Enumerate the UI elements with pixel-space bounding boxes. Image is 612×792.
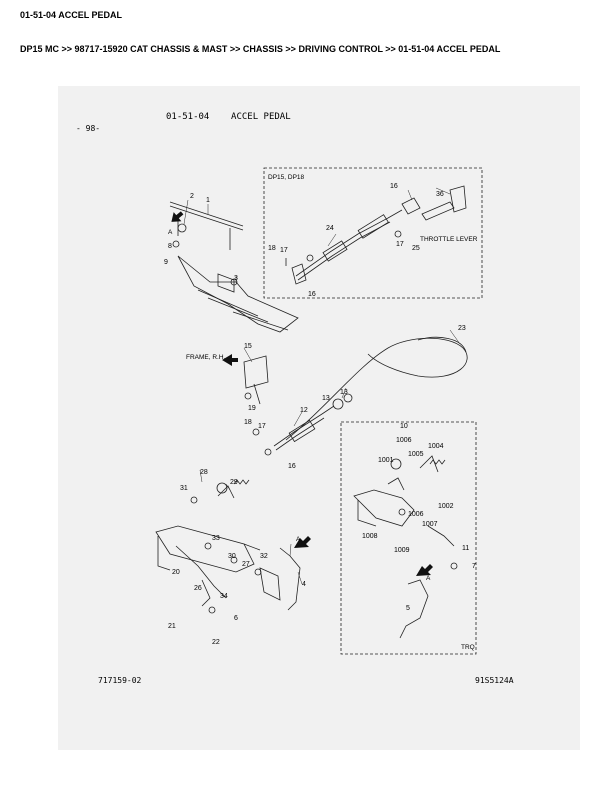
sheet-title: 01-51-04 ACCEL PEDAL bbox=[166, 112, 291, 122]
part-callout-13a: 13 bbox=[340, 389, 348, 396]
drawing-number: 717159-02 bbox=[98, 676, 142, 685]
part-callout-1: 1 bbox=[206, 197, 210, 204]
part-callout-34: 34 bbox=[220, 593, 228, 600]
part-callout-28: 28 bbox=[200, 469, 208, 476]
part-callout-2: 2 bbox=[190, 193, 194, 200]
part-callout-1007: 1007 bbox=[422, 521, 438, 528]
part-callout-1006b: 1006 bbox=[396, 437, 412, 444]
part-callout-25: 25 bbox=[412, 245, 420, 252]
part-callout-16c: 16 bbox=[288, 463, 296, 470]
pedal-detail-inset bbox=[353, 455, 455, 639]
part-callout-17c: 17 bbox=[258, 423, 266, 430]
accel-cable-outer bbox=[417, 336, 467, 353]
part-callout-1006a: 1006 bbox=[408, 511, 424, 518]
return-spring bbox=[233, 479, 250, 485]
part-callout-30: 30 bbox=[228, 553, 236, 560]
part-callout-15: 15 bbox=[244, 343, 252, 350]
view-a-lower: A bbox=[296, 536, 301, 543]
part-callout-1008: 1008 bbox=[362, 533, 378, 540]
accel-cable-routing bbox=[285, 337, 468, 441]
part-callout-29: 29 bbox=[230, 479, 238, 486]
illustration-code: 91S5124A bbox=[475, 676, 514, 685]
part-callout-13b: 13 bbox=[322, 395, 330, 402]
view-a-arrow-lower bbox=[294, 536, 311, 548]
part-callout-1001: 1001 bbox=[378, 457, 394, 464]
part-callout-10: 10 bbox=[400, 423, 408, 430]
part-callout-9: 9 bbox=[164, 259, 168, 266]
part-callout-1002: 1002 bbox=[438, 503, 454, 510]
part-callout-24: 24 bbox=[326, 225, 334, 232]
part-callout-11: 11 bbox=[462, 545, 469, 552]
part-callout-26: 26 bbox=[194, 585, 202, 592]
part-callout-4: 4 bbox=[302, 581, 306, 588]
page-code-title: 01-51-04 ACCEL PEDAL bbox=[20, 10, 123, 20]
part-callout-8: 8 bbox=[168, 243, 172, 250]
view-a-inset: A bbox=[426, 575, 431, 582]
frame-rh-label: FRAME, R.H. bbox=[186, 354, 226, 361]
dp-models-label: DP15, DP18 bbox=[268, 174, 305, 181]
pedal-assembly bbox=[155, 482, 281, 607]
breadcrumb: DP15 MC >> 98717-15920 CAT CHASSIS & MAS… bbox=[20, 44, 501, 54]
part-callout-6: 6 bbox=[234, 615, 238, 622]
part-callout-1009: 1009 bbox=[394, 547, 410, 554]
inset-box-dp-models bbox=[263, 167, 483, 299]
part-callout-21: 21 bbox=[168, 623, 176, 630]
trq-label: TRQ bbox=[461, 644, 475, 651]
part-callout-1005: 1005 bbox=[408, 451, 424, 458]
part-callout-32: 32 bbox=[260, 553, 268, 560]
part-callout-12: 12 bbox=[300, 407, 308, 414]
part-callout-23: 23 bbox=[458, 325, 466, 332]
view-a-upper: A bbox=[168, 229, 173, 236]
parts-diagram-sheet: 01-51-04 ACCEL PEDAL - 98- bbox=[58, 86, 580, 750]
frame-rh-arrow bbox=[222, 354, 238, 366]
view-a-arrow-inset bbox=[416, 564, 433, 576]
part-callout-22: 22 bbox=[212, 639, 220, 646]
part-callout-1004: 1004 bbox=[428, 443, 444, 450]
part-callout-36: 36 bbox=[436, 191, 444, 198]
part-callout-33: 33 bbox=[212, 535, 220, 542]
throttle-lever-label: THROTTLE LEVER bbox=[420, 236, 478, 243]
part-callout-17a: 17 bbox=[280, 247, 288, 254]
part-callout-18b: 18 bbox=[244, 419, 252, 426]
cable-adjuster bbox=[273, 393, 353, 451]
frame-mount-bracket bbox=[243, 355, 269, 389]
part-callout-27: 27 bbox=[242, 561, 250, 568]
part-callout-16b: 16 bbox=[308, 291, 316, 298]
part-callout-7: 7 bbox=[472, 563, 476, 570]
frame-bracket-assembly bbox=[169, 201, 299, 333]
part-callout-19: 19 bbox=[248, 405, 256, 412]
sheet-page-number: - 98- bbox=[76, 124, 101, 133]
part-callout-3: 3 bbox=[234, 275, 238, 282]
inset-box-pedal-detail bbox=[340, 421, 477, 655]
part-callout-16a: 16 bbox=[390, 183, 398, 190]
part-callout-17b: 17 bbox=[396, 241, 404, 248]
detail-spring bbox=[429, 459, 446, 465]
part-callout-18a: 18 bbox=[268, 245, 276, 252]
throttle-cable-inset bbox=[285, 185, 467, 285]
view-a-arrow-upper bbox=[171, 211, 184, 222]
fasteners bbox=[172, 223, 458, 614]
part-callout-31: 31 bbox=[180, 485, 188, 492]
connecting-rod bbox=[287, 555, 301, 611]
part-callout-5: 5 bbox=[406, 605, 410, 612]
part-callout-20: 20 bbox=[172, 569, 180, 576]
exploded-view-drawing: DP15, DP18 THROTTLE LEVER FRAME, R.H. TR… bbox=[155, 167, 483, 655]
